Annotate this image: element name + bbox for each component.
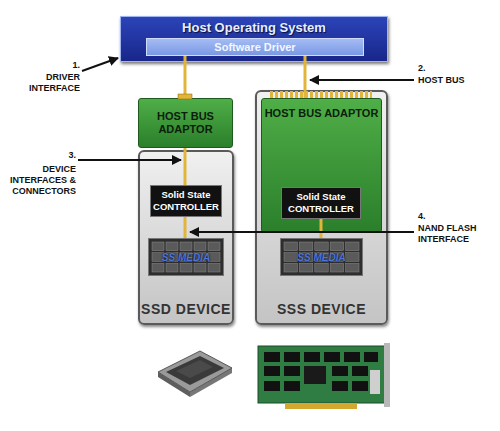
ssd-photo: [158, 351, 232, 397]
node-label: SS MEDIA: [281, 252, 362, 263]
pin-connector: [178, 94, 192, 99]
bus-connector: [184, 148, 187, 185]
device-box: SSD DEVICE Solid State CONTROLLER SS MEDIA: [138, 150, 234, 325]
pcie-card-photo: [258, 343, 390, 409]
node-label: SSD DEVICE: [140, 301, 232, 317]
leader-arrow: [190, 231, 414, 233]
callout-number: 2.: [418, 63, 458, 74]
node-label: HOST BUS ADAPTOR: [139, 110, 232, 136]
callout-label: HOST BUS: [418, 75, 488, 86]
bus-connector: [184, 217, 187, 238]
hba-board: HOST BUS ADAPTOR: [138, 98, 233, 148]
bus-connector: [184, 56, 187, 98]
flash-media: SS MEDIA: [148, 238, 224, 276]
flash-media: SS MEDIA: [280, 238, 363, 276]
controller-chip: Solid State CONTROLLER: [150, 185, 222, 217]
node-label: SSS DEVICE: [257, 301, 386, 317]
leader-arrow: [310, 79, 414, 81]
callout-label: DEVICE INTERFACES & CONNECTORS: [4, 164, 76, 197]
leader-arrow: [78, 159, 181, 161]
hba-board: HOST BUS ADAPTOR Solid State CONTROLLER: [261, 98, 382, 233]
node-label: Host Operating System: [121, 20, 387, 35]
leader-arrow: [82, 58, 118, 71]
driver-box: Software Driver: [146, 38, 364, 56]
node-label: HOST BUS ADAPTOR: [262, 107, 381, 120]
gold-fingers: [270, 91, 372, 98]
node-label: SS MEDIA: [149, 252, 223, 263]
callout-label: NAND FLASH INTERFACE: [418, 223, 480, 245]
callout-number: 1.: [40, 60, 80, 71]
controller-chip: Solid State CONTROLLER: [281, 187, 361, 219]
node-label: Software Driver: [147, 41, 363, 54]
node-label: Solid State CONTROLLER: [151, 189, 221, 213]
device-box: SSS DEVICE HOST BUS ADAPTOR Solid State CO…: [255, 90, 388, 325]
host-os-box: Host Operating SystemSoftware Driver: [120, 16, 388, 62]
callout-label: DRIVER INTERFACE: [20, 72, 80, 94]
node-label: Solid State CONTROLLER: [282, 191, 360, 215]
bus-connector: [304, 56, 307, 98]
callout-number: 4.: [418, 211, 458, 222]
bus-connector: [320, 219, 323, 238]
callout-number: 3.: [36, 150, 76, 161]
